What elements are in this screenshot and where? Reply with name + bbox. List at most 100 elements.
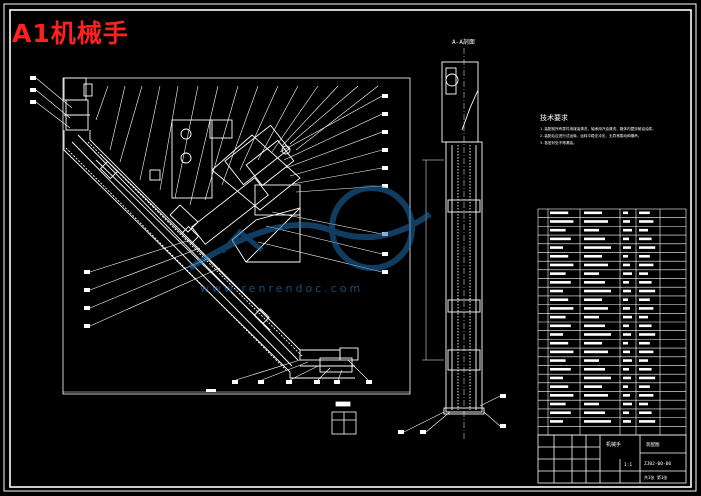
parts-list-cell-text xyxy=(639,385,650,388)
watermark-logo xyxy=(188,185,432,271)
parts-list-cell-text xyxy=(550,263,574,267)
parts-list-cell-text xyxy=(639,350,654,354)
parts-list-cell-text xyxy=(639,341,650,345)
parts-list-cell-text xyxy=(639,315,648,319)
parts-list-cell-text xyxy=(584,385,602,388)
parts-list-cell-text xyxy=(584,211,602,215)
outer-border xyxy=(3,3,697,492)
parts-list-cell-text xyxy=(639,246,656,249)
title-block-drawing-name: 装配图 xyxy=(646,441,660,448)
parts-list-cell-text xyxy=(550,411,571,415)
parts-list-cell-text xyxy=(639,220,654,223)
parts-list-cell-text xyxy=(623,367,629,371)
parts-list-cell-text xyxy=(584,402,599,406)
parts-list-cell-text xyxy=(550,246,563,249)
parts-list-cell-text xyxy=(639,263,654,267)
parts-list-cell-text xyxy=(623,298,628,302)
parts-list-cell-text xyxy=(550,220,574,223)
tech-req-line-1: 1.装配前所有零件用煤油清洗，轴承用汽油清洗，箱体内壁涂耐油油漆。 xyxy=(540,126,656,131)
parts-list-cell-text xyxy=(623,359,632,362)
parts-list-cell-text xyxy=(584,307,608,310)
parts-list-cell-text xyxy=(584,263,608,267)
parts-list-cell-text xyxy=(623,289,631,293)
parts-list-cell-text xyxy=(639,359,648,362)
parts-list-cell-text xyxy=(639,324,652,328)
parts-list-table xyxy=(537,208,687,436)
inner-border xyxy=(9,9,692,488)
parts-list-cell-text xyxy=(584,376,611,380)
parts-list-cell-text xyxy=(584,272,599,275)
main-dimension-value xyxy=(206,389,216,392)
leader-lines-top xyxy=(95,85,379,206)
parts-list-cell-text xyxy=(550,359,566,362)
parts-list-cell-text xyxy=(584,237,605,241)
parts-list-cell-text xyxy=(639,211,650,215)
parts-list-cell-text xyxy=(623,272,632,275)
parts-list-cell-text xyxy=(623,394,630,397)
parts-list-cell-text xyxy=(584,281,605,284)
parts-list-cell-text xyxy=(550,350,574,354)
parts-list-cell-text xyxy=(584,394,608,397)
section-label: A-A剖面 xyxy=(452,38,475,46)
parts-list-cell-text xyxy=(584,420,611,423)
drawing-title: A1机械手 xyxy=(12,19,129,48)
parts-list-cell-text xyxy=(623,341,628,345)
parts-list-cell-text xyxy=(623,324,629,328)
title-block-drawing-no: ZJ02-00-00 xyxy=(644,461,671,467)
parts-list-cell-text xyxy=(639,254,650,258)
parts-list-cell-text xyxy=(550,385,569,388)
parts-list-cell-text xyxy=(550,341,569,345)
parts-list-cell-text xyxy=(550,376,563,380)
section-balloons xyxy=(398,394,506,434)
parts-list-cell-text xyxy=(639,272,648,275)
parts-list-cell-text xyxy=(639,228,648,232)
leader-lines-left xyxy=(35,77,221,327)
watermark-text: www.renrendoc.com xyxy=(200,282,363,295)
parts-list-cell-text xyxy=(584,359,599,362)
parts-list-cell-text xyxy=(550,237,571,241)
parts-list-cell-text xyxy=(550,254,569,258)
tech-req-line-2: 2.装配后应进行试运转，运转平稳无冲击、无异常振动和噪声。 xyxy=(540,133,641,138)
parts-list-cell-text xyxy=(639,367,652,371)
parts-list-cell-text xyxy=(584,333,611,336)
parts-list-cell-text xyxy=(623,350,630,354)
section-leaders xyxy=(403,395,501,433)
detail-view-small xyxy=(331,401,357,435)
parts-list-cell-text xyxy=(584,228,599,232)
parts-list-cell-text xyxy=(623,211,628,215)
parts-list-cell-text xyxy=(550,420,563,423)
parts-list-cell-text xyxy=(550,307,574,310)
parts-list-cell-text xyxy=(639,394,654,397)
parts-list-cell-text xyxy=(550,402,566,406)
parts-list-cell-text xyxy=(584,350,608,354)
title-block xyxy=(537,434,687,484)
main-view-arm xyxy=(63,77,359,379)
parts-list-cell-text xyxy=(584,220,608,223)
parts-list-cell-text xyxy=(623,254,628,258)
parts-list-cell-text xyxy=(623,333,631,336)
parts-list-cell-text xyxy=(584,341,602,345)
parts-list-cell-text xyxy=(584,315,599,319)
parts-list-cell-text xyxy=(550,211,569,215)
parts-list-cell-text xyxy=(623,411,629,415)
parts-list-cell-text xyxy=(550,281,571,284)
parts-list-cell-text xyxy=(639,298,650,302)
parts-list-cell-text xyxy=(623,385,628,388)
parts-list-cell-text xyxy=(584,324,605,328)
parts-list-cell-text xyxy=(550,298,569,302)
title-block-name: 机械手 xyxy=(606,441,621,448)
tech-req-title: 技术要求 xyxy=(540,113,568,122)
parts-list-cell-text xyxy=(550,315,566,319)
parts-list-cell-text xyxy=(550,272,566,275)
parts-list-cell-text xyxy=(584,254,602,258)
tech-req-line-3: 3.各密封处不得漏油。 xyxy=(540,140,577,145)
parts-list-cell-text xyxy=(639,307,654,310)
parts-list-cell-text xyxy=(623,376,631,380)
parts-list-cell-text xyxy=(639,289,656,293)
parts-list-cell-text xyxy=(584,289,611,293)
parts-list-cell-text xyxy=(623,420,631,423)
parts-list-cell-text xyxy=(639,420,656,423)
parts-list-cell-text xyxy=(584,298,602,302)
